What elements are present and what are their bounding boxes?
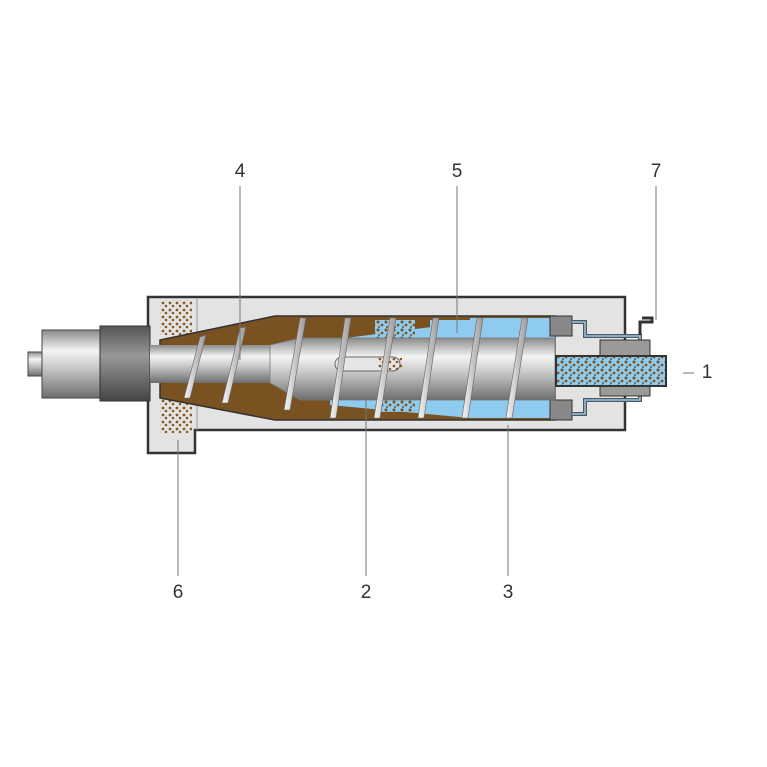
- drive-housing: [99, 325, 151, 402]
- leader-lines: [177, 186, 694, 576]
- label-6: 6: [172, 582, 184, 603]
- label-1: 1: [701, 362, 713, 383]
- label-2: 2: [360, 582, 372, 603]
- liquid-outlet-pipe: [638, 316, 654, 335]
- label-5: 5: [451, 161, 463, 182]
- label-3: 3: [502, 582, 514, 603]
- label-4: 4: [234, 161, 246, 182]
- solids-discharge-top: [160, 300, 192, 335]
- feed-tube: [555, 355, 667, 387]
- label-7: 7: [650, 161, 662, 182]
- conveyor-shaft: [150, 345, 270, 383]
- drive-hub: [41, 329, 103, 399]
